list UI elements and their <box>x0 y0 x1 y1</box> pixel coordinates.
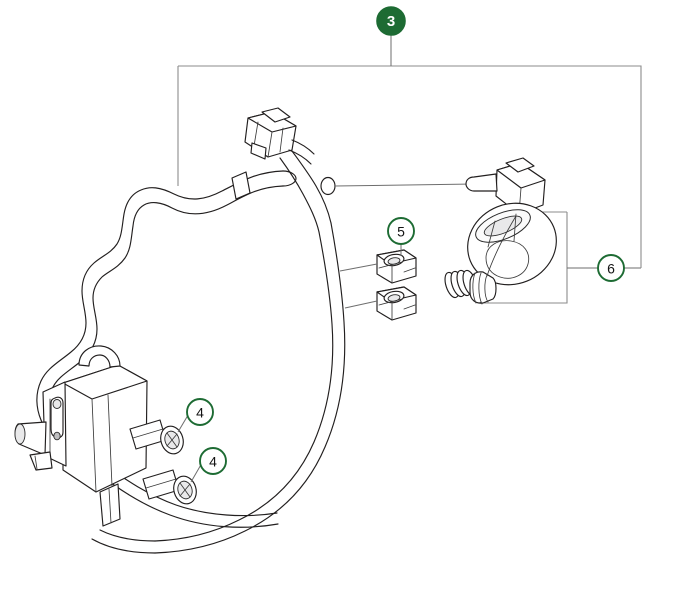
callout-5-label: 5 <box>397 224 405 240</box>
socket-head-screw-upper <box>129 399 198 455</box>
hose-fitting-center <box>320 176 475 196</box>
hose-retaining-clip-lower <box>344 286 417 321</box>
callout-4-lower[interactable]: 4 <box>199 447 227 475</box>
callout-5[interactable]: 5 <box>387 217 415 245</box>
electrical-connector-plug <box>244 107 315 165</box>
callout-3-bracket <box>177 35 642 255</box>
fuel-pump-body <box>14 345 148 527</box>
callout-6-label: 6 <box>607 261 615 277</box>
callout-3[interactable]: 3 <box>376 6 406 36</box>
hose-retaining-clip-upper <box>339 249 417 284</box>
callout-3-label: 3 <box>387 13 395 30</box>
callout-4-upper-label: 4 <box>196 405 204 421</box>
wiring-harness-cable <box>91 143 346 554</box>
callout-4-upper[interactable]: 4 <box>186 398 214 426</box>
callout-4-lower-label: 4 <box>209 454 217 470</box>
spring-hose-clamp <box>444 215 517 305</box>
callout-6[interactable]: 6 <box>597 254 625 282</box>
fuel-filter-assembly <box>465 157 557 286</box>
